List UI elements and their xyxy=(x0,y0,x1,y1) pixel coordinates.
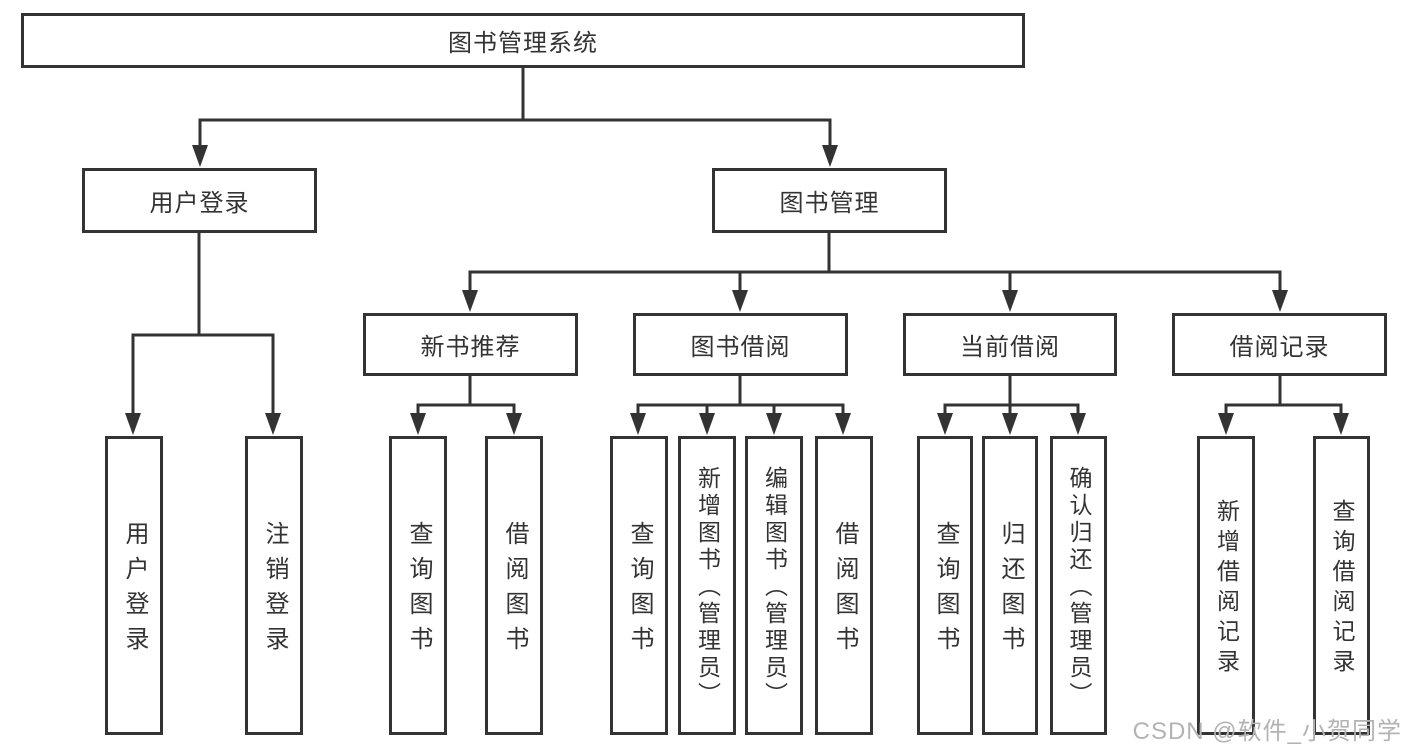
leaf-user-login-label: 用户登录 xyxy=(121,521,148,661)
node-book-borrow: 图书借阅 xyxy=(633,313,848,376)
node-root-label: 图书管理系统 xyxy=(448,30,598,57)
node-user-login: 用户登录 xyxy=(82,168,317,233)
connector-book-borrow-children xyxy=(636,374,845,420)
leaf-add-book-admin-label: 新增图书（管理员） xyxy=(694,466,721,709)
leaf-logout: 注销登录 xyxy=(245,436,303,735)
leaf-borrow-books-borrow: 借阅图书 xyxy=(815,436,873,735)
leaf-query-books-borrow-label: 查询图书 xyxy=(626,521,653,661)
arrowheads xyxy=(125,145,1349,435)
node-current-borrow: 当前借阅 xyxy=(903,313,1117,376)
connector-root-to-level2 xyxy=(198,66,832,152)
node-user-login-label: 用户登录 xyxy=(149,190,250,217)
leaf-borrow-books-recommend: 借阅图书 xyxy=(485,436,543,735)
leaf-query-borrow-record: 查询借阅记录 xyxy=(1313,436,1370,735)
leaf-query-books-recommend: 查询图书 xyxy=(389,436,447,735)
node-book-borrow-label: 图书借阅 xyxy=(690,334,791,361)
leaf-borrow-books-borrow-label: 借阅图书 xyxy=(831,521,858,661)
leaf-query-borrow-record-label: 查询借阅记录 xyxy=(1329,499,1355,679)
connector-current-borrow-children xyxy=(943,374,1080,420)
node-book-management: 图书管理 xyxy=(712,168,947,233)
node-current-borrow-label: 当前借阅 xyxy=(960,334,1060,361)
leaf-query-books-borrow: 查询图书 xyxy=(610,436,668,735)
node-book-management-label: 图书管理 xyxy=(779,190,880,217)
node-new-book-recommend: 新书推荐 xyxy=(363,313,578,376)
connector-new-book-recommend-children xyxy=(416,374,516,420)
connector-book-management-children xyxy=(468,231,1282,296)
leaf-add-borrow-record: 新增借阅记录 xyxy=(1197,436,1255,735)
leaf-edit-book-admin: 编辑图书（管理员） xyxy=(745,436,803,735)
leaf-query-books-current: 查询图书 xyxy=(917,436,973,735)
connector-user-login-children xyxy=(131,231,275,420)
node-root-library-management-system: 图书管理系统 xyxy=(21,13,1025,68)
leaf-query-books-current-label: 查询图书 xyxy=(932,521,959,661)
leaf-borrow-books-recommend-label: 借阅图书 xyxy=(501,521,528,661)
leaf-return-book-label: 归还图书 xyxy=(997,521,1024,661)
leaf-confirm-return-admin: 确认归还（管理员） xyxy=(1050,436,1107,735)
node-borrow-records-label: 借阅记录 xyxy=(1229,334,1330,361)
leaf-add-book-admin: 新增图书（管理员） xyxy=(678,436,736,735)
leaf-edit-book-admin-label: 编辑图书（管理员） xyxy=(761,466,788,709)
leaf-confirm-return-admin-label: 确认归还（管理员） xyxy=(1066,466,1092,709)
connector-borrow-records-children xyxy=(1224,374,1343,420)
leaf-return-book: 归还图书 xyxy=(982,436,1038,735)
csdn-watermark: CSDN @软件_小贺同学 xyxy=(1132,718,1402,745)
leaf-query-books-recommend-label: 查询图书 xyxy=(405,521,432,661)
node-borrow-records: 借阅记录 xyxy=(1172,313,1387,376)
leaf-logout-label: 注销登录 xyxy=(261,521,288,661)
node-new-book-recommend-label: 新书推荐 xyxy=(420,334,521,361)
leaf-user-login: 用户登录 xyxy=(105,436,163,735)
leaf-add-borrow-record-label: 新增借阅记录 xyxy=(1213,499,1240,679)
